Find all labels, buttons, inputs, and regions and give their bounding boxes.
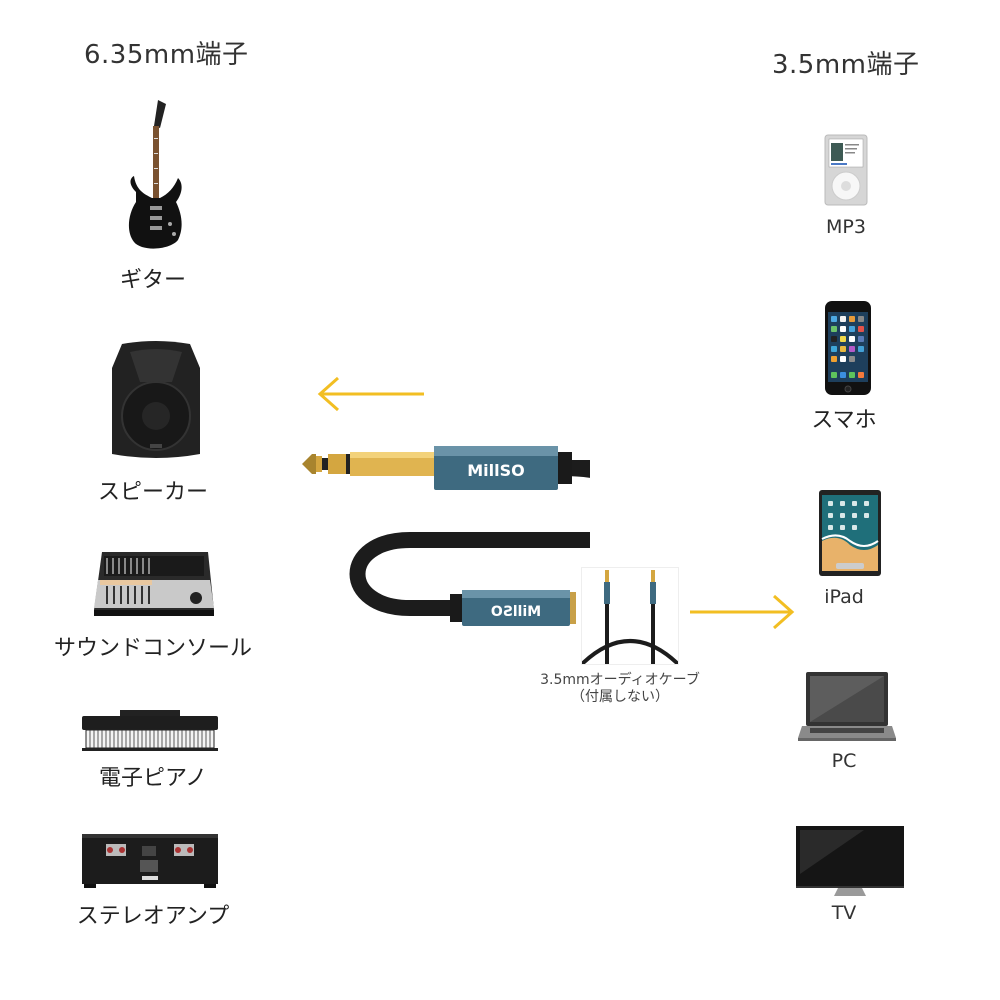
heading-3-5mm: 3.5mm端子	[772, 50, 920, 80]
brand-logo-bottom: MillSO	[491, 604, 541, 620]
aux-cable-note: 3.5mmオーディオケーブ （付属しない）	[520, 672, 720, 706]
aux-cable-note-line2: （付属しない）	[571, 689, 669, 705]
aux-cable-thumbnail	[581, 567, 679, 665]
adapter-cable-image: MillSO MillSO	[300, 440, 590, 630]
stereo-amplifier-icon	[80, 832, 220, 890]
tablet-icon	[818, 489, 882, 577]
device-label-guitar: ギター	[119, 268, 186, 293]
mp3-player-icon	[824, 134, 868, 208]
arrow-right-icon	[688, 592, 798, 632]
laptop-icon	[796, 670, 898, 742]
device-label-smartphone: スマホ	[811, 408, 877, 433]
aux-cable-note-line1: 3.5mmオーディオケーブ	[540, 672, 700, 688]
tv-icon	[794, 824, 906, 898]
device-label-stereo-amplifier: ステレオアンプ	[76, 904, 230, 929]
device-label-speaker: スピーカー	[97, 480, 208, 505]
smartphone-icon	[824, 300, 872, 396]
device-label-tv: TV	[831, 902, 857, 924]
arrow-left-icon	[316, 374, 426, 414]
device-label-laptop: PC	[831, 750, 857, 772]
mixing-console-icon	[92, 550, 216, 620]
guitar-icon	[122, 98, 188, 258]
device-label-mixing-console: サウンドコンソール	[53, 636, 252, 661]
device-label-digital-piano: 電子ピアノ	[98, 766, 208, 791]
heading-6-35mm: 6.35mm端子	[84, 40, 249, 70]
digital-piano-icon	[80, 710, 220, 752]
speaker-icon	[108, 338, 204, 464]
device-label-tablet: iPad	[824, 586, 864, 608]
brand-logo-top: MillSO	[467, 461, 525, 480]
device-label-mp3: MP3	[826, 216, 866, 238]
